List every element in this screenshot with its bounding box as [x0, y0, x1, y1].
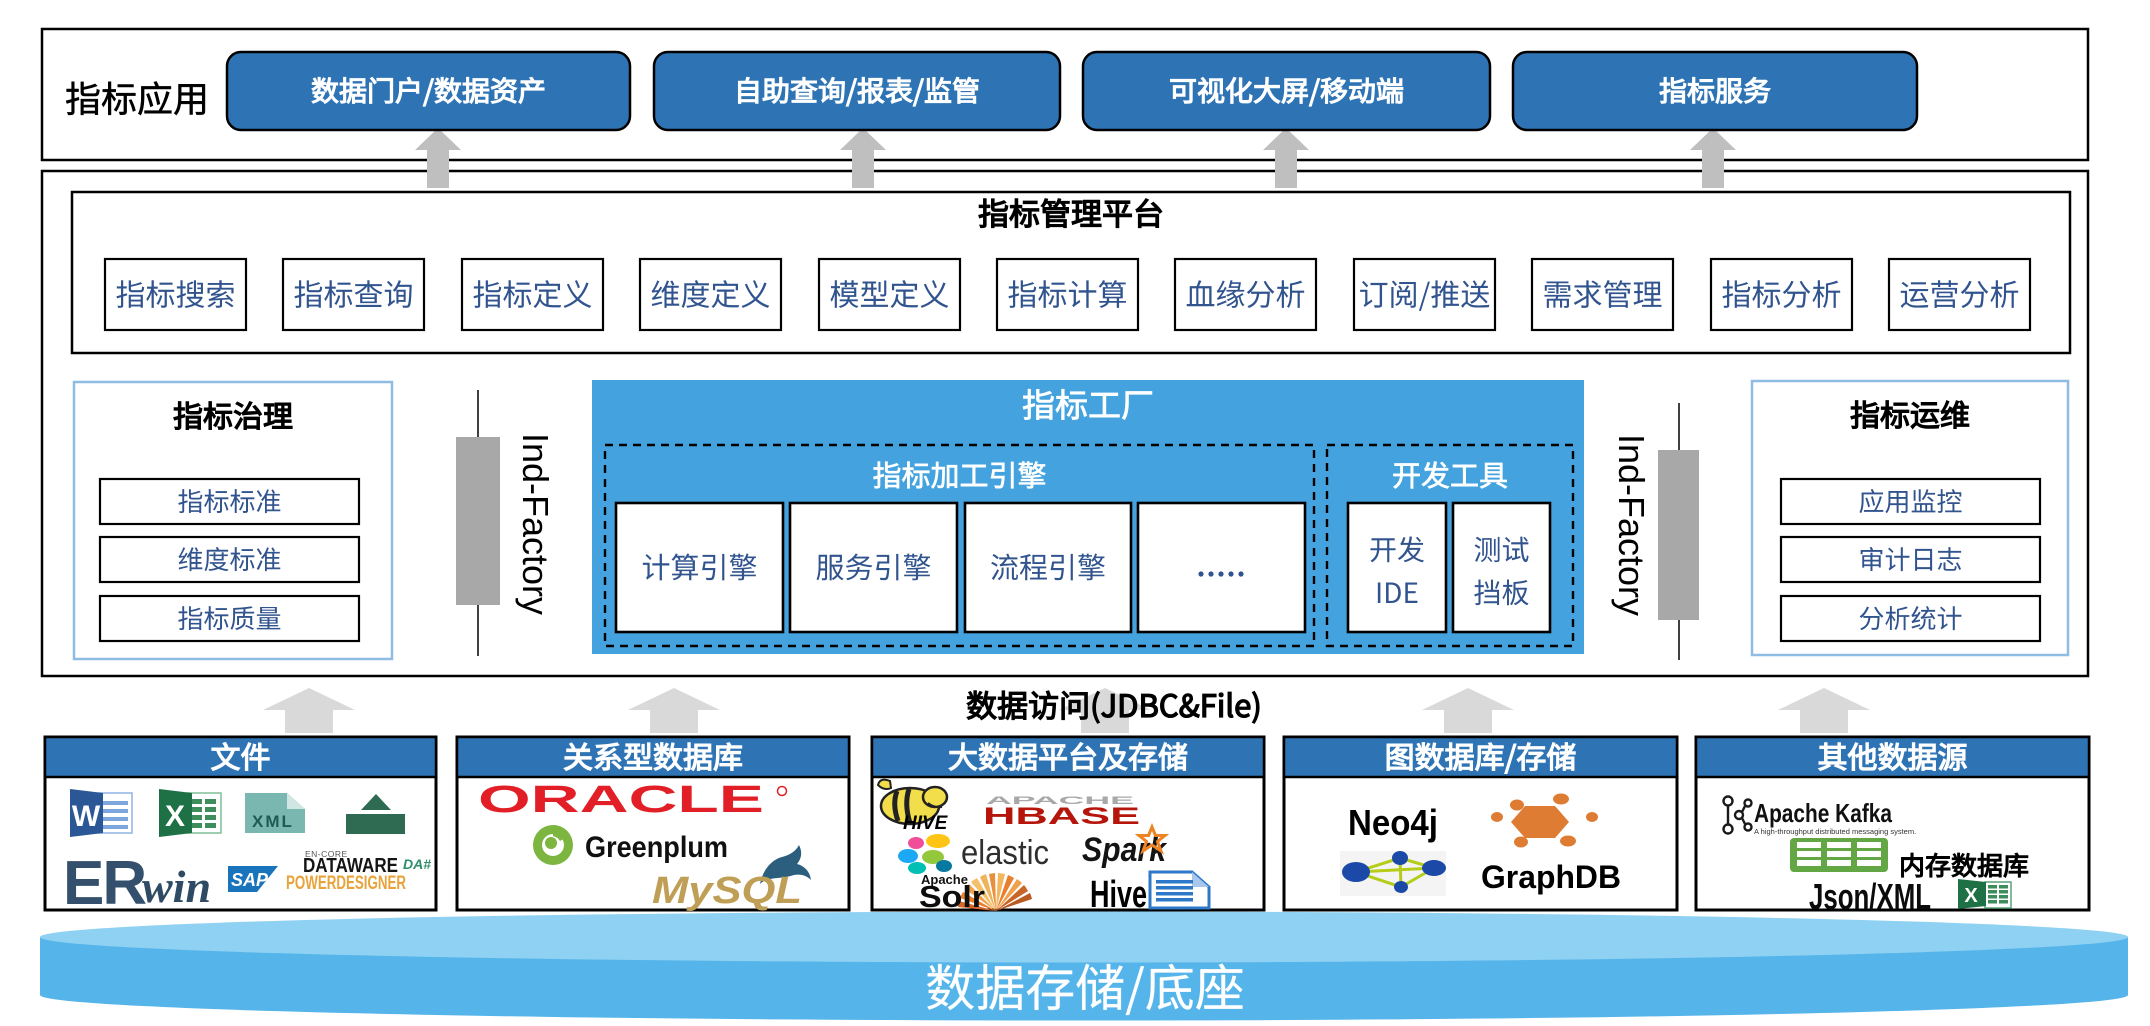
svg-text:MySQL: MySQL [652, 870, 802, 912]
svg-text:GraphDB: GraphDB [1481, 859, 1621, 895]
svg-text:HIVE: HIVE [903, 813, 949, 834]
svg-text:Hive: Hive [1090, 874, 1147, 916]
svg-text:Ind-Factory: Ind-Factory [515, 433, 556, 615]
svg-text:Spark: Spark [1082, 831, 1168, 869]
svg-text:XML: XML [252, 812, 294, 831]
svg-text:SAP: SAP [231, 870, 269, 890]
svg-text:A high-throughput distributed: A high-throughput distributed messaging … [1754, 827, 1916, 836]
svg-text:Json/XML: Json/XML [1809, 876, 1931, 917]
svg-text:Apache Kafka: Apache Kafka [1754, 798, 1892, 828]
svg-text:elastic: elastic [961, 834, 1049, 872]
svg-text:X: X [165, 800, 185, 833]
svg-text:W: W [72, 800, 101, 833]
svg-text:DA#: DA# [403, 856, 431, 872]
svg-text:POWERDESIGNER: POWERDESIGNER [286, 873, 406, 894]
svg-text:Ind-Factory: Ind-Factory [1611, 434, 1652, 616]
svg-text:APACHE: APACHE [986, 795, 1134, 807]
svg-text:Solr: Solr [919, 879, 985, 914]
svg-text:Apache: Apache [921, 872, 968, 887]
svg-text:Greenplum: Greenplum [585, 831, 728, 864]
svg-text:DATAWARE: DATAWARE [303, 855, 398, 877]
svg-text:EN-CORE: EN-CORE [305, 849, 348, 859]
svg-text:X: X [1964, 885, 1978, 907]
svg-text:win: win [142, 861, 211, 912]
svg-text:ORACLE: ORACLE [478, 779, 764, 821]
svg-text:Neo4j: Neo4j [1348, 802, 1438, 843]
svg-text:HBASE: HBASE [983, 803, 1140, 830]
svg-text:ER: ER [63, 849, 146, 918]
